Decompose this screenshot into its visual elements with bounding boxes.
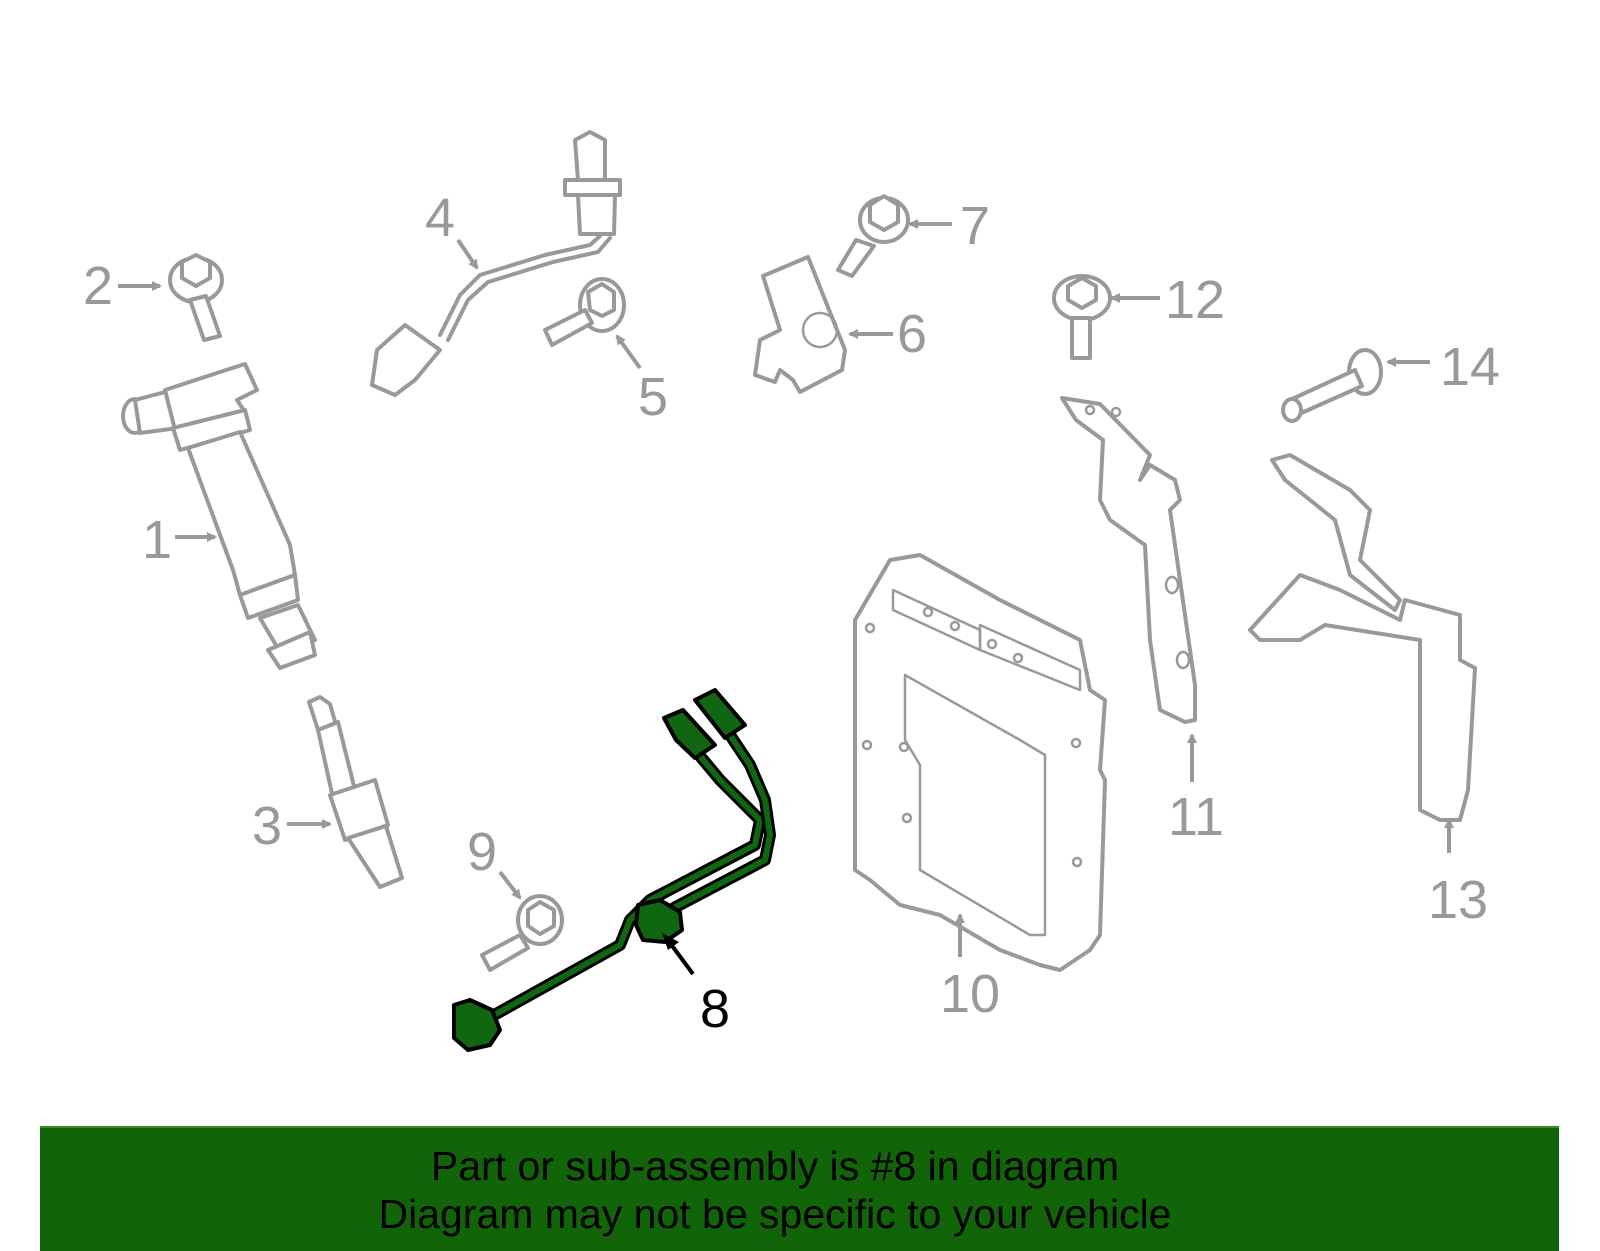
callout-2: 2 xyxy=(83,256,113,316)
harness-bolt-part[interactable] xyxy=(480,894,564,972)
callout-13: 13 xyxy=(1428,870,1488,930)
callout-5: 5 xyxy=(638,367,668,427)
module-bracket-bolt-part[interactable] xyxy=(1052,274,1112,360)
callout-7: 7 xyxy=(960,196,990,256)
mount-bolt-part[interactable] xyxy=(1281,348,1383,423)
callout-numbers: 1 2 3 4 5 6 7 8 9 10 11 12 13 14 xyxy=(83,188,1500,1039)
callout-1: 1 xyxy=(142,510,172,570)
spark-plug-part[interactable] xyxy=(307,695,404,889)
banner-part-notice: Part or sub-assembly is #8 in diagram xyxy=(430,1143,1120,1189)
banner-disclaimer: Diagram may not be specific to your vehi… xyxy=(378,1191,1172,1237)
callout-8: 8 xyxy=(700,979,730,1039)
callout-12: 12 xyxy=(1165,270,1225,330)
module-mount-bracket-part[interactable] xyxy=(1248,453,1477,822)
callout-14: 14 xyxy=(1440,337,1500,397)
ignition-coil-part[interactable] xyxy=(121,362,317,670)
callout-9: 9 xyxy=(467,822,497,882)
wire-harness-part-highlighted[interactable] xyxy=(452,688,776,1052)
info-banner: Part or sub-assembly is #8 in diagram Di… xyxy=(40,1126,1559,1251)
leader-lines xyxy=(118,219,1454,976)
sensor-with-wire-part[interactable] xyxy=(370,130,622,397)
callout-11: 11 xyxy=(1168,787,1224,847)
callout-6: 6 xyxy=(897,304,927,364)
sensor-bracket-part[interactable] xyxy=(753,255,847,394)
bracket-bolt-part[interactable] xyxy=(836,194,910,278)
callout-4: 4 xyxy=(425,188,455,248)
coil-bolt-part[interactable] xyxy=(168,253,224,342)
callout-10: 10 xyxy=(940,964,1000,1024)
module-bracket-part[interactable] xyxy=(1060,396,1197,724)
control-module-part[interactable] xyxy=(853,553,1107,972)
callout-3: 3 xyxy=(252,796,282,856)
sensor-bolt-part[interactable] xyxy=(543,277,626,347)
